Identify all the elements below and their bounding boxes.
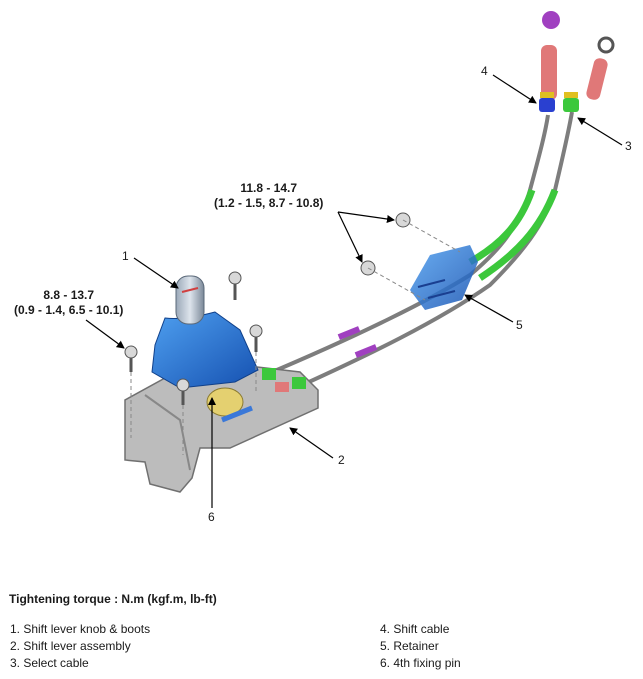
callout-4: 4 [481, 64, 488, 78]
shift-lever-housing [124, 364, 319, 493]
retainer-bolts [360, 212, 461, 301]
callout-3: 3 [625, 139, 632, 153]
leader-4 [492, 74, 537, 104]
legend-item: 5. Retainer [380, 639, 439, 653]
cable-ends [539, 11, 615, 112]
leader-torque-upper-a [337, 211, 395, 223]
leader-torque-upper-b [337, 211, 363, 263]
callout-1: 1 [122, 249, 129, 263]
leader-2 [289, 427, 334, 459]
shift-cable-collar [540, 92, 554, 98]
shift-lever-mechanism [206, 387, 244, 417]
shift-cable-sleeve [478, 188, 559, 281]
torque-spec-housing-line1: 8.8 - 13.7 [43, 288, 95, 302]
housing-pink-bracket [275, 382, 289, 392]
select-cable [264, 114, 550, 377]
shift-cable-end-eye [542, 11, 560, 29]
callout-5: 5 [516, 318, 523, 332]
leader-1 [133, 257, 179, 289]
callout-2: 2 [338, 453, 345, 467]
shift-lever-cable-diagram [85, 11, 623, 508]
housing-green-bracket-right [292, 377, 306, 389]
legend-right: 4. Shift cable 5. Retainer 6. 4th fixing… [380, 621, 461, 672]
fixing-pin [221, 405, 253, 423]
select-cable-end-eye [597, 36, 615, 54]
leader-3 [577, 117, 623, 146]
bolt-1 [228, 271, 242, 300]
select-cable-sleeve [468, 188, 536, 266]
torque-spec-retainer-line1: 11.8 - 14.7 [240, 181, 298, 195]
torque-spec-retainer-line2: (1.2 - 1.5, 8.7 - 10.8) [214, 196, 324, 210]
torque-spec-housing-line2: (0.9 - 1.4, 6.5 - 10.1) [14, 303, 124, 317]
cable-marker-lower [354, 344, 378, 358]
cable-marker-upper [337, 326, 361, 340]
leader-lines [85, 74, 623, 508]
shift-cable-clip [539, 98, 555, 112]
shift-knob [175, 275, 205, 325]
leader-torque-left [85, 319, 125, 349]
torque-spec-retainer: 11.8 - 14.7 (1.2 - 1.5, 8.7 - 10.8) [214, 181, 323, 211]
legend-item: 4. Shift cable [380, 622, 450, 636]
legend-item: 6. 4th fixing pin [380, 656, 461, 670]
torque-spec-housing: 8.8 - 13.7 (0.9 - 1.4, 6.5 - 10.1) [14, 288, 123, 318]
bolt-3 [124, 345, 138, 372]
legend-item: 3. Select cable [10, 656, 89, 670]
select-cable-clip [563, 98, 579, 112]
housing-green-bracket-left [262, 368, 276, 380]
bolt-2 [249, 324, 263, 352]
callout-6: 6 [208, 510, 215, 524]
housing-bolts [124, 271, 263, 455]
cables [264, 111, 574, 397]
legend-item: 2. Shift lever assembly [10, 639, 131, 653]
shift-lever-knob-and-boot [151, 275, 259, 389]
legend-item: 1. Shift lever knob & boots [10, 622, 151, 636]
shift-cable-boot [541, 45, 557, 100]
select-cable-collar [564, 92, 578, 98]
torque-heading: Tightening torque : N.m (kgf.m, lb-ft) [9, 592, 217, 606]
shift-cable [279, 111, 574, 397]
leader-5 [464, 294, 514, 323]
legend-left: 1. Shift lever knob & boots 2. Shift lev… [10, 621, 150, 672]
bolt-4 [176, 378, 190, 405]
retainer [410, 245, 478, 310]
select-cable-boot [586, 58, 608, 100]
